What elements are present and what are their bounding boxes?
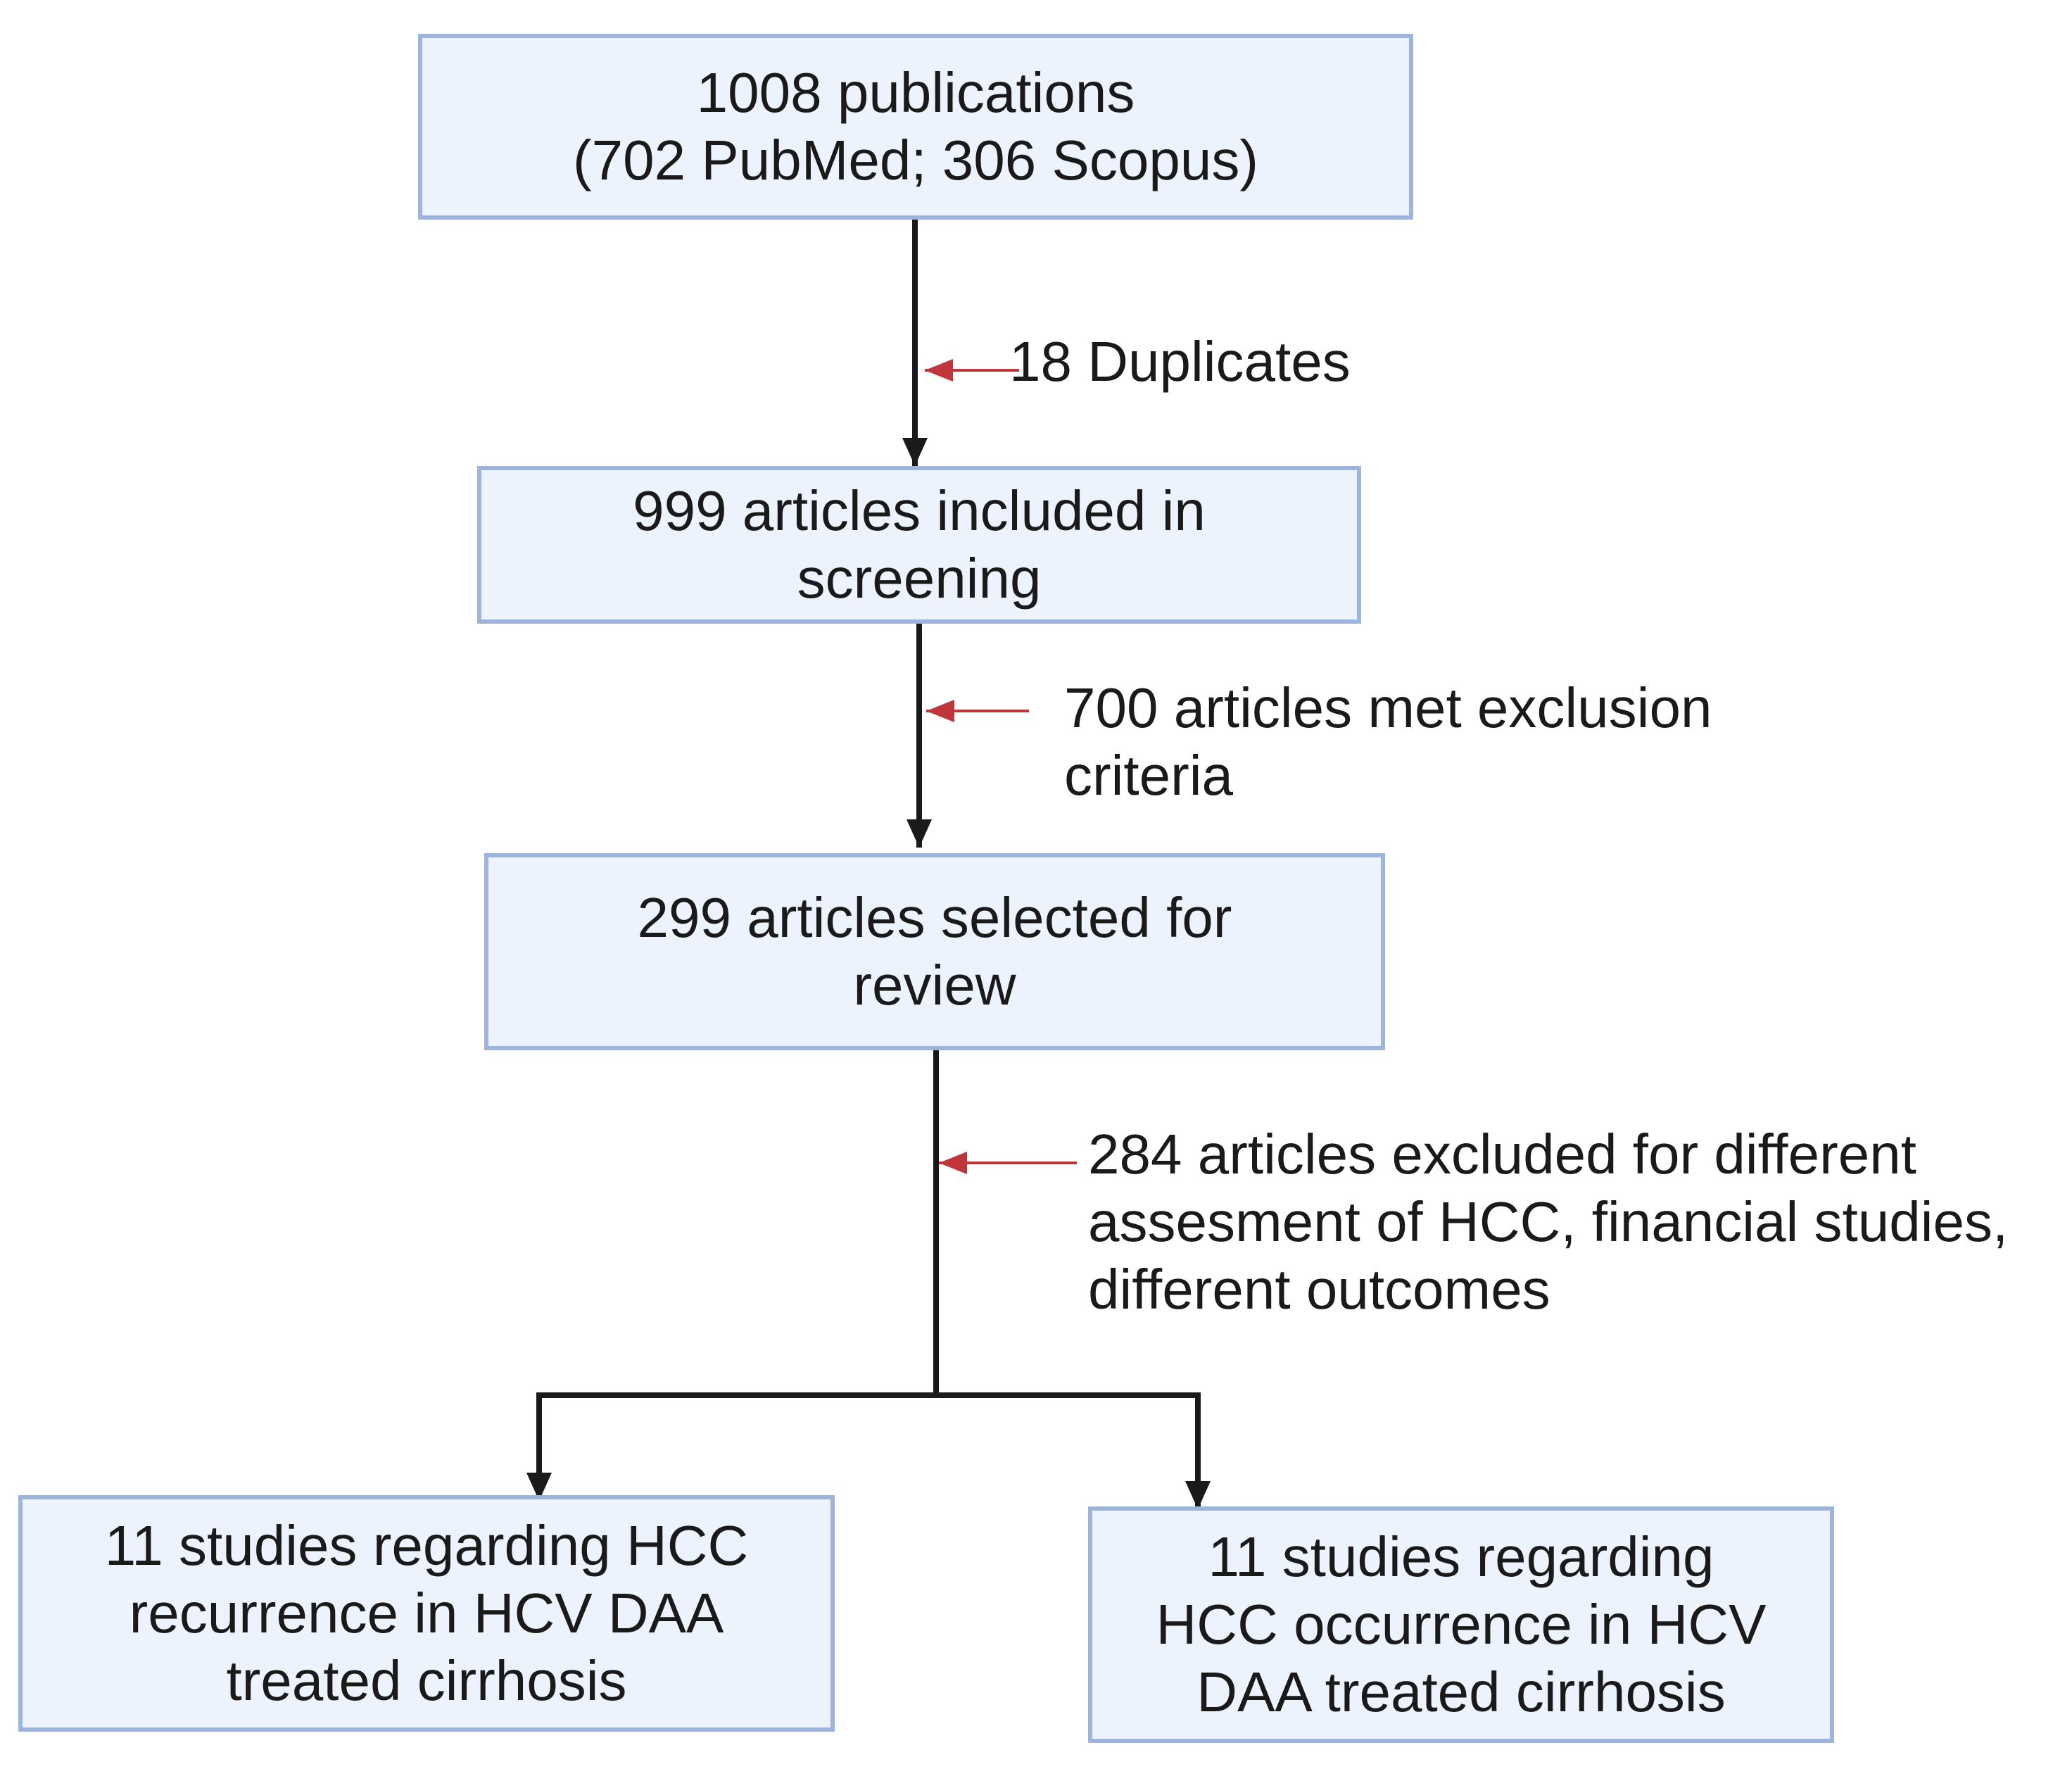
box-occurrence-line-2: HCC occurrence in HCV — [1156, 1593, 1767, 1656]
exclusion-criteria-line-1: 700 articles met exclusion — [1064, 676, 1712, 739]
box-review-line-2: review — [853, 954, 1016, 1016]
exclusion-duplicates-line-1: 18 Duplicates — [1009, 330, 1351, 393]
box-recurrence-line-2: recurrence in HCV DAA — [129, 1582, 724, 1644]
box-recurrence-line-3: treated cirrhosis — [226, 1649, 627, 1712]
box-identified-line-1: 1008 publications — [696, 61, 1135, 124]
box-occurrence-line-3: DAA treated cirrhosis — [1196, 1661, 1726, 1723]
exclusion-review-line-3: different outcomes — [1088, 1258, 1550, 1321]
exclusion-review-line-1: 284 articles excluded for different — [1088, 1123, 1916, 1185]
box-review: 299 articles selected for review — [484, 853, 1385, 1050]
box-occurrence-line-1: 11 studies regarding — [1208, 1525, 1714, 1588]
box-identified: 1008 publications (702 PubMed; 306 Scopu… — [418, 34, 1413, 220]
box-recurrence-line-1: 11 studies regarding HCC — [104, 1514, 749, 1577]
exclusion-label-duplicates: 18 Duplicates — [1009, 328, 1351, 396]
box-recurrence: 11 studies regarding HCC recurrence in H… — [18, 1495, 835, 1732]
exclusion-label-review: 284 articles excluded for different asse… — [1088, 1121, 2008, 1323]
exclusion-review-line-2: assesment of HCC, financial studies, — [1088, 1190, 2009, 1253]
box-screening: 999 articles included in screening — [477, 466, 1361, 624]
exclusion-label-criteria: 700 articles met exclusion criteria — [1064, 674, 1712, 810]
box-review-line-1: 299 articles selected for — [637, 886, 1232, 949]
box-occurrence: 11 studies regarding HCC occurrence in H… — [1088, 1506, 1834, 1743]
box-identified-line-2: (702 PubMed; 306 Scopus) — [573, 129, 1258, 191]
box-screening-line-2: screening — [797, 547, 1042, 610]
exclusion-criteria-line-2: criteria — [1064, 744, 1234, 807]
box-screening-line-1: 999 articles included in — [633, 479, 1206, 542]
